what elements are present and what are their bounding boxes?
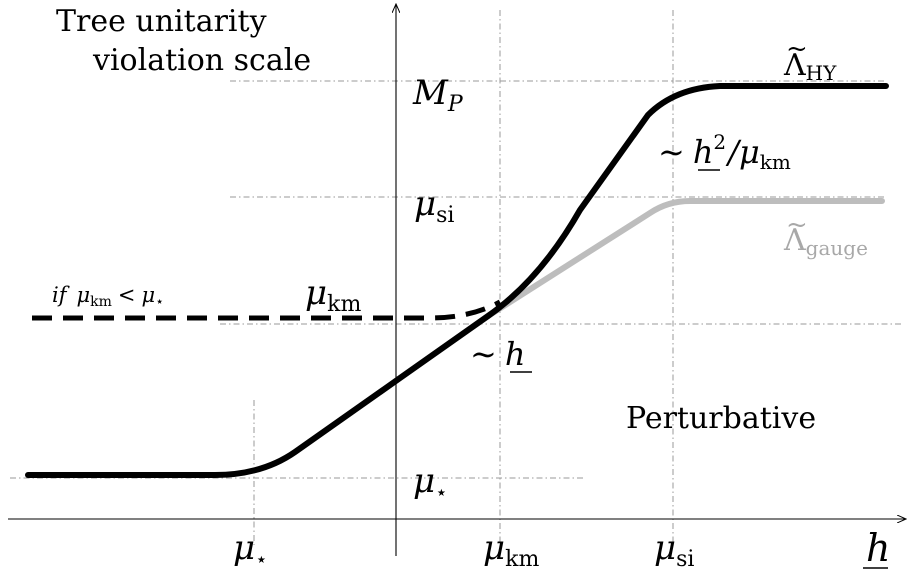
x-tick-star: μ⋆ xyxy=(233,528,268,571)
lambda-hy-label: ΛHY xyxy=(783,48,837,85)
x-tick-si: μsi xyxy=(654,528,694,572)
guide-lines xyxy=(10,10,902,545)
hy-curve xyxy=(25,83,889,478)
x-tick-km: μkm xyxy=(483,528,539,572)
lambda-gauge-label: Λgauge xyxy=(783,223,868,260)
region-label: Perturbative xyxy=(626,401,816,436)
title-line2: violation scale xyxy=(92,43,311,78)
title-line1: Tree unitarity xyxy=(56,4,267,39)
y-tick-planck: MP xyxy=(412,73,464,117)
lambda-hy-tilde: ~ xyxy=(786,34,808,64)
lambda-gauge-tilde: ~ xyxy=(786,210,808,240)
y-tick-si: μsi xyxy=(414,184,454,228)
y-tick-km: μkm xyxy=(305,273,361,317)
y-tick-star: μ⋆ xyxy=(413,461,448,504)
x-axis-label: h xyxy=(866,526,890,570)
gauge-curve xyxy=(485,198,885,319)
slope-quad-label: ∼h2/μkm xyxy=(658,130,791,174)
slope-linear-label: ∼h xyxy=(470,335,525,373)
